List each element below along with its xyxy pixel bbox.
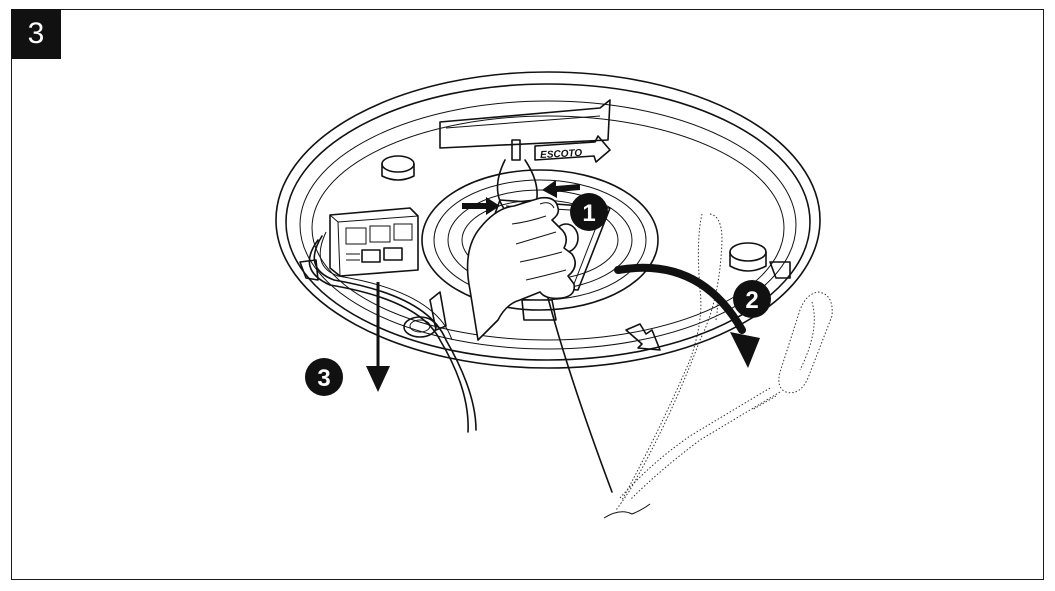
instruction-frame [11, 9, 1044, 580]
rotate-arrow [614, 263, 760, 368]
squeeze-arrows [462, 180, 580, 215]
top-bracket: ESCOTO [439, 99, 611, 163]
arrow-icon [625, 323, 661, 351]
down-arrow [366, 282, 390, 392]
callout-3-number: 3 [317, 365, 330, 392]
dotted-cord-ghost [615, 213, 723, 511]
bracket-label: ESCOTO [540, 148, 583, 161]
callout-2-number: 2 [745, 287, 758, 314]
mounting-bosses [299, 155, 791, 281]
connector-block-icon [329, 207, 419, 277]
hand-icon [466, 196, 576, 341]
callout-1-number: 1 [582, 200, 595, 227]
callout-1: 1 [570, 193, 608, 231]
callout-2: 2 [733, 280, 771, 318]
screwdriver-icon [619, 291, 833, 501]
wires [308, 231, 477, 433]
pull-cord [521, 297, 651, 519]
step-number-badge: 3 [11, 9, 61, 59]
callout-3: 3 [305, 358, 343, 396]
